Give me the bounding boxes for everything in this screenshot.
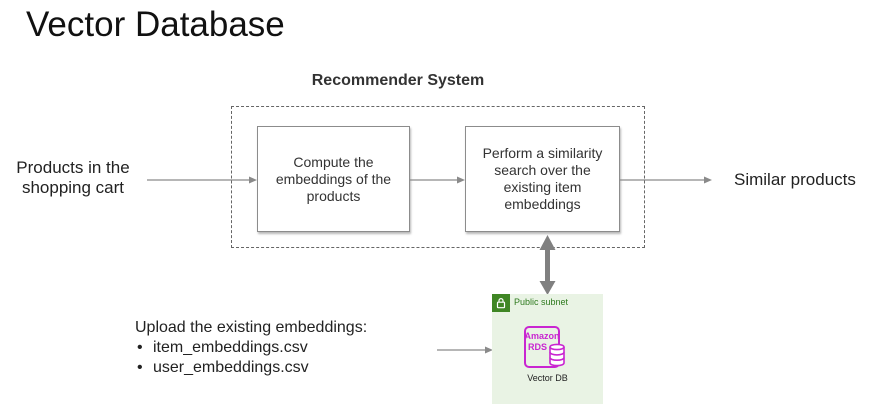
rds-logo-text-2: RDS — [528, 342, 547, 352]
upload-file-list: item_embeddings.csv user_embeddings.csv — [135, 338, 367, 378]
upload-embeddings-note: Upload the existing embeddings: item_emb… — [135, 318, 367, 378]
lock-icon — [492, 294, 510, 312]
arrow-bidirectional-search-db — [539, 235, 556, 295]
output-label: Similar products — [734, 170, 856, 189]
file-user-embeddings: user_embeddings.csv — [135, 358, 367, 378]
rds-logo-text-1: Amazon — [524, 331, 559, 341]
file-item-embeddings: item_embeddings.csv — [135, 338, 367, 358]
recommender-system-title: Recommender System — [311, 72, 485, 89]
vector-db-label: Vector DB — [527, 373, 568, 383]
public-subnet: Public subnet Amazon RDS Vector DB — [492, 294, 603, 404]
amazon-rds-icon: Amazon RDS — [524, 326, 565, 368]
upload-heading: Upload the existing embeddings: — [135, 319, 368, 336]
subnet-label: Public subnet — [514, 297, 569, 307]
input-label: Products in the shopping cart — [16, 158, 130, 197]
page-title: Vector Database — [26, 5, 285, 44]
similarity-search-step: Perform a similarity search over the exi… — [465, 126, 620, 232]
compute-embeddings-step: Compute the embeddings of the products — [257, 126, 410, 232]
recommender-system-group — [231, 106, 645, 248]
